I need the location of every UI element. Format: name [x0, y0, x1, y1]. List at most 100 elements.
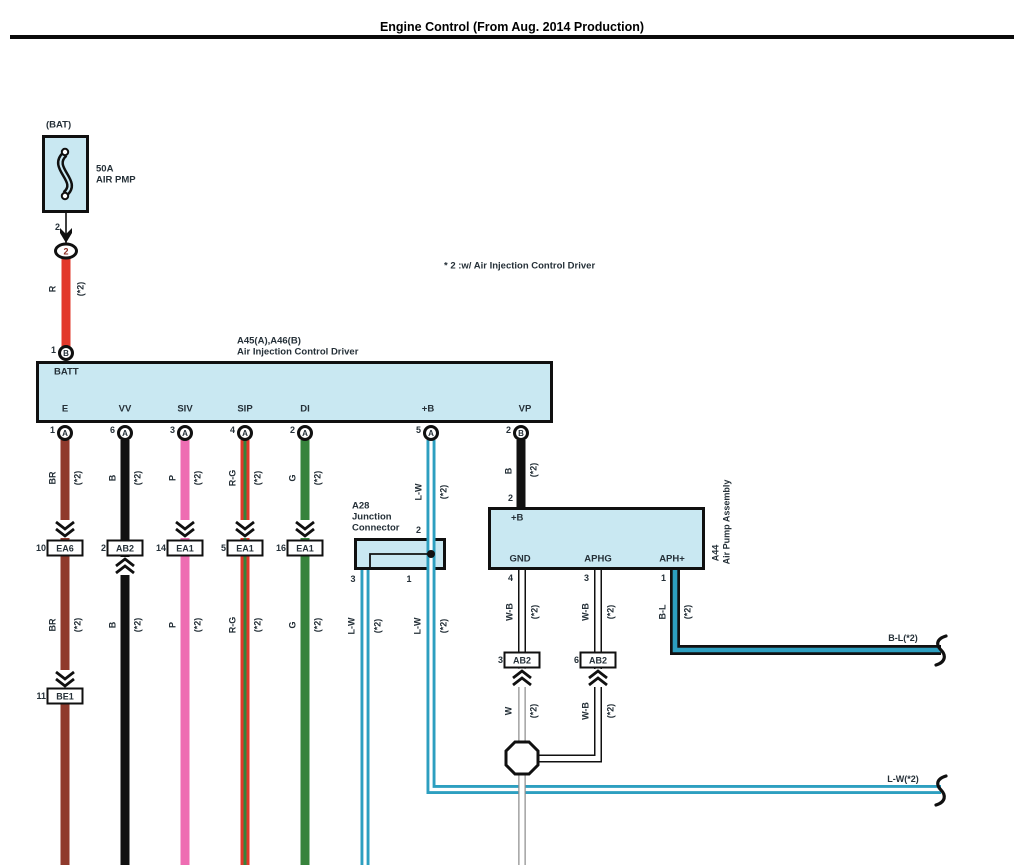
- wire-color-br: BR: [47, 471, 58, 485]
- airpump-in-terminal: +B: [511, 512, 524, 524]
- wire-color-g-2: G: [287, 621, 298, 629]
- wire-color-b-2: B: [107, 621, 118, 629]
- wire-mark-p-2: (*2): [192, 617, 203, 633]
- conn-pin-ea1-14: 14: [155, 542, 166, 553]
- junction-node-dot: [427, 550, 435, 558]
- chevron-up-icon: [586, 669, 610, 687]
- conn-pin-ab2: 2: [100, 542, 106, 553]
- terminal-plus-b: +B: [421, 403, 435, 415]
- driver-name-label: Air Injection Control Driver: [237, 346, 359, 358]
- junction-internal-link: [369, 553, 431, 570]
- wire-color-w: W: [503, 706, 514, 716]
- connector-ea1-14: EA1: [166, 539, 204, 557]
- continuation-squiggle-icon: [934, 774, 948, 807]
- out-label-lw: L-W(*2): [887, 773, 919, 784]
- terminal-sip: SIP: [237, 403, 253, 415]
- connector-ab2-6: AB2: [579, 651, 617, 669]
- airpump-pin-aph-plus: 1: [660, 572, 666, 583]
- wire-wb-to-ground-stripe: [535, 667, 601, 761]
- connector-be1: BE1: [46, 687, 84, 705]
- airpump-pin-gnd: 4: [507, 572, 513, 583]
- wire-bl-stripe: [672, 570, 941, 653]
- out-label-bl: B-L(*2): [888, 632, 918, 643]
- pin-connector-e: A: [57, 425, 73, 441]
- junction-name1: Junction: [352, 511, 392, 523]
- wire-mark-w: (*2): [528, 703, 539, 719]
- pin-number-sip: 4: [229, 424, 235, 435]
- chevron-up-icon: [113, 557, 137, 575]
- junction-name2: Connector: [352, 522, 400, 534]
- wire-color-g: G: [287, 474, 298, 482]
- connector-ea1-5: EA1: [226, 539, 264, 557]
- conn-pin-be1: 11: [36, 690, 46, 701]
- conn-pin-ab2-6: 6: [573, 654, 579, 665]
- wire-mark-wb-aphg: (*2): [605, 604, 616, 620]
- terminal-di: DI: [300, 403, 310, 415]
- wire-color-b: B: [107, 474, 118, 482]
- terminal-vp: VP: [518, 403, 532, 415]
- chevron-down-icon: [233, 520, 257, 538]
- page-title: Engine Control (From Aug. 2014 Productio…: [379, 20, 645, 34]
- conn-pin-ab2-3: 3: [497, 654, 503, 665]
- wire-mark-lw-in: (*2): [438, 484, 449, 500]
- wire-color-lw-exit1: L-W: [412, 617, 423, 635]
- wire-color-wb-gnd: W-B: [504, 603, 515, 621]
- wire-mark-g: (*2): [312, 470, 323, 486]
- wire-mark-p: (*2): [192, 470, 203, 486]
- junction-pin-in: 2: [415, 524, 421, 535]
- pin-number-e: 1: [49, 424, 55, 435]
- conn-pin-ea1-5: 5: [220, 542, 226, 553]
- fuse-icon: [56, 147, 74, 201]
- fuse-pin-number: 2: [54, 221, 60, 232]
- airpump-name-vertical: Air Pump Assembly: [721, 479, 732, 565]
- wire-mark-bl: (*2): [682, 604, 693, 620]
- wire-mark-wb-ground: (*2): [605, 703, 616, 719]
- wire-mark-vp-b: (*2): [528, 462, 539, 478]
- airpump-code-vertical: A44: [710, 544, 721, 562]
- pin-connector-di: A: [297, 425, 313, 441]
- driver-batt-terminal: BATT: [54, 366, 79, 378]
- driver-code-label: A45(A),A46(B): [237, 335, 301, 347]
- driver-top-pin-connector: B: [58, 345, 74, 361]
- wire-color-rg: R-G: [227, 469, 238, 487]
- wire-color-br-2: BR: [47, 618, 58, 632]
- wire-color-label-r: R: [47, 285, 58, 293]
- pin-number-siv: 3: [169, 424, 175, 435]
- wire-mark-rg: (*2): [252, 470, 263, 486]
- chevron-up-icon: [510, 669, 534, 687]
- chevron-down-icon: [53, 520, 77, 538]
- wire-mark-br: (*2): [72, 470, 83, 486]
- terminal-siv: SIV: [177, 403, 193, 415]
- wire-mark-b-2: (*2): [132, 617, 143, 633]
- junction-pin-left: 3: [350, 573, 356, 584]
- connector-ea1-16: EA1: [286, 539, 324, 557]
- junction-code: A28: [352, 500, 370, 512]
- title-rule: [10, 35, 1014, 39]
- pin-number-vp: 2: [505, 424, 511, 435]
- wire-color-vp-b: B: [503, 467, 514, 475]
- wire-color-bl: B-L: [657, 604, 668, 620]
- connector-ea6: EA6: [46, 539, 84, 557]
- continuation-squiggle-icon: [934, 634, 948, 667]
- wire-color-wb-aphg: W-B: [580, 603, 591, 621]
- fuse-source-label: (BAT): [46, 119, 72, 131]
- solid-arrow-down-icon: [60, 228, 72, 243]
- chevron-down-icon: [173, 520, 197, 538]
- wire-mark-lw-exit1: (*2): [438, 618, 449, 634]
- conn-pin-ea6: 10: [35, 542, 46, 553]
- wire-mark-lw-exit3: (*2): [372, 618, 383, 634]
- fuse-name-label: AIR PMP: [96, 174, 136, 186]
- wire-mark-rg-2: (*2): [252, 617, 263, 633]
- wire-color-p: P: [167, 474, 178, 482]
- footnote: * 2 :w/ Air Injection Control Driver: [444, 260, 596, 272]
- airpump-terminal-gnd: GND: [509, 553, 531, 565]
- wire-mark-br-2: (*2): [72, 617, 83, 633]
- pin-connector-sip: A: [237, 425, 253, 441]
- terminal-e: E: [61, 403, 69, 415]
- chevron-down-icon: [53, 670, 77, 688]
- airpump-terminal-aphg: APHG: [584, 553, 612, 565]
- circuit-oval-ref: 2: [54, 242, 78, 260]
- pin-number-plus-b: 5: [415, 424, 421, 435]
- wire-color-p-2: P: [167, 621, 178, 629]
